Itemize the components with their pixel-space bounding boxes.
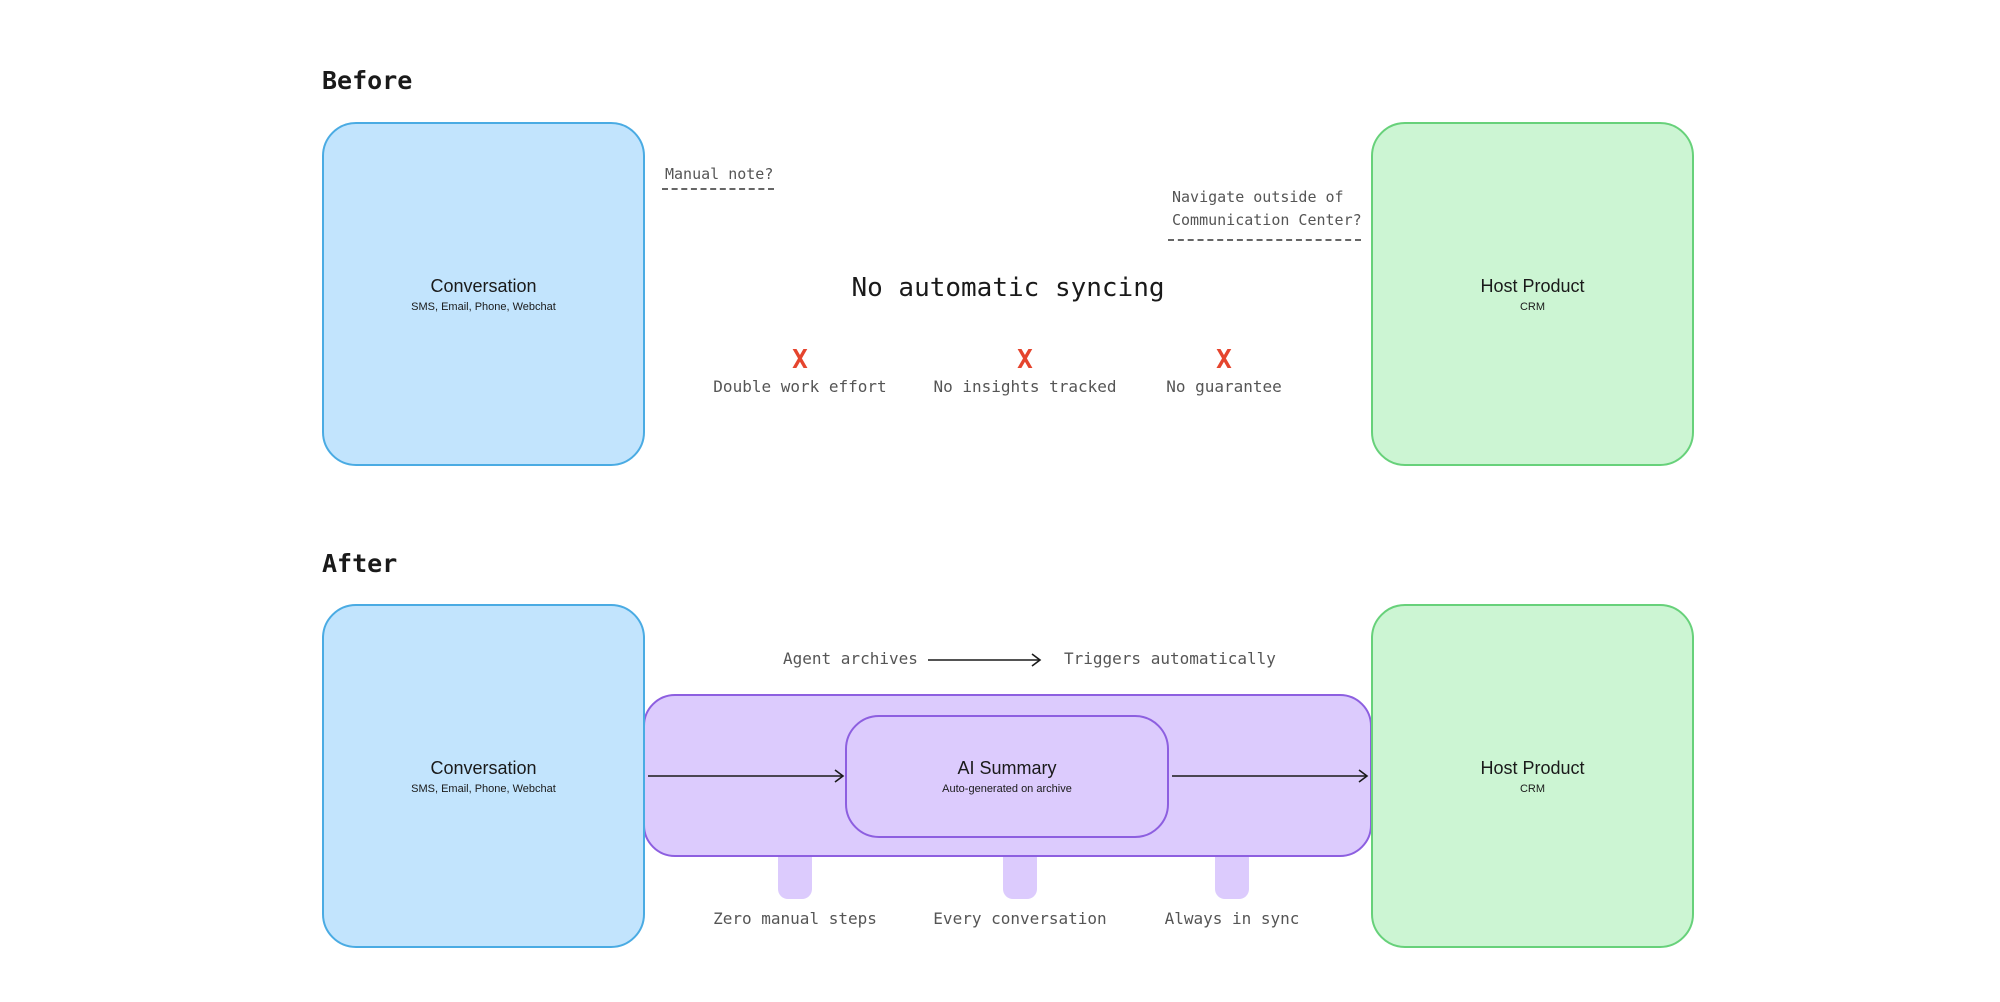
ai-summary-title: AI Summary (957, 758, 1057, 778)
before-host-product-box: Host Product CRM (1371, 122, 1694, 466)
before-conversation-box: Conversation SMS, Email, Phone, Webchat (322, 122, 645, 466)
host-product-title: Host Product (1480, 757, 1585, 778)
benefit-peg (778, 850, 812, 899)
after-heading: After (322, 549, 398, 578)
problem-label: Double work effort (713, 377, 887, 396)
conversation-subtitle: SMS, Email, Phone, Webchat (411, 782, 556, 795)
host-product-title: Host Product (1480, 275, 1585, 296)
benefit-label: Always in sync (1164, 909, 1300, 928)
host-product-subtitle: CRM (1519, 300, 1546, 313)
trigger-from-label: Agent archives (783, 649, 918, 668)
trigger-arrow (928, 653, 1042, 667)
navigate-note-line2: Communication Center? (1172, 211, 1362, 229)
ai-summary-subtitle: Auto-generated on archive (942, 783, 1072, 795)
problem-item: X No guarantee (1124, 345, 1324, 396)
navigate-note-question: Navigate outside of Communication Center… (1172, 186, 1362, 232)
problem-label: No insights tracked (933, 377, 1117, 396)
problem-label: No guarantee (1166, 377, 1282, 396)
conversation-title: Conversation (430, 275, 537, 296)
trigger-to-label: Triggers automatically (1064, 649, 1276, 668)
host-product-subtitle: CRM (1519, 782, 1546, 795)
benefit-label: Every conversation (933, 909, 1107, 928)
navigate-note-dashed-line (1168, 239, 1361, 241)
manual-note-dashed-line (662, 188, 774, 190)
benefit-label: Zero manual steps (713, 909, 877, 928)
x-icon: X (1216, 345, 1232, 375)
benefit-peg (1003, 850, 1037, 899)
problem-item: X No insights tracked (925, 345, 1125, 396)
before-heading: Before (322, 66, 413, 95)
conversation-title: Conversation (430, 757, 537, 778)
problem-item: X Double work effort (700, 345, 900, 396)
after-host-product-box: Host Product CRM (1371, 604, 1694, 948)
navigate-note-line1: Navigate outside of (1172, 188, 1344, 206)
conversation-to-summary-arrow (648, 769, 845, 783)
no-sync-title: No automatic syncing (851, 273, 1165, 303)
conversation-subtitle: SMS, Email, Phone, Webchat (411, 300, 556, 313)
benefit-peg (1215, 850, 1249, 899)
after-conversation-box: Conversation SMS, Email, Phone, Webchat (322, 604, 645, 948)
x-icon: X (1017, 345, 1033, 375)
ai-summary-box: AI Summary Auto-generated on archive (845, 715, 1169, 838)
x-icon: X (792, 345, 808, 375)
summary-to-host-arrow (1172, 769, 1369, 783)
manual-note-question: Manual note? (665, 165, 774, 183)
